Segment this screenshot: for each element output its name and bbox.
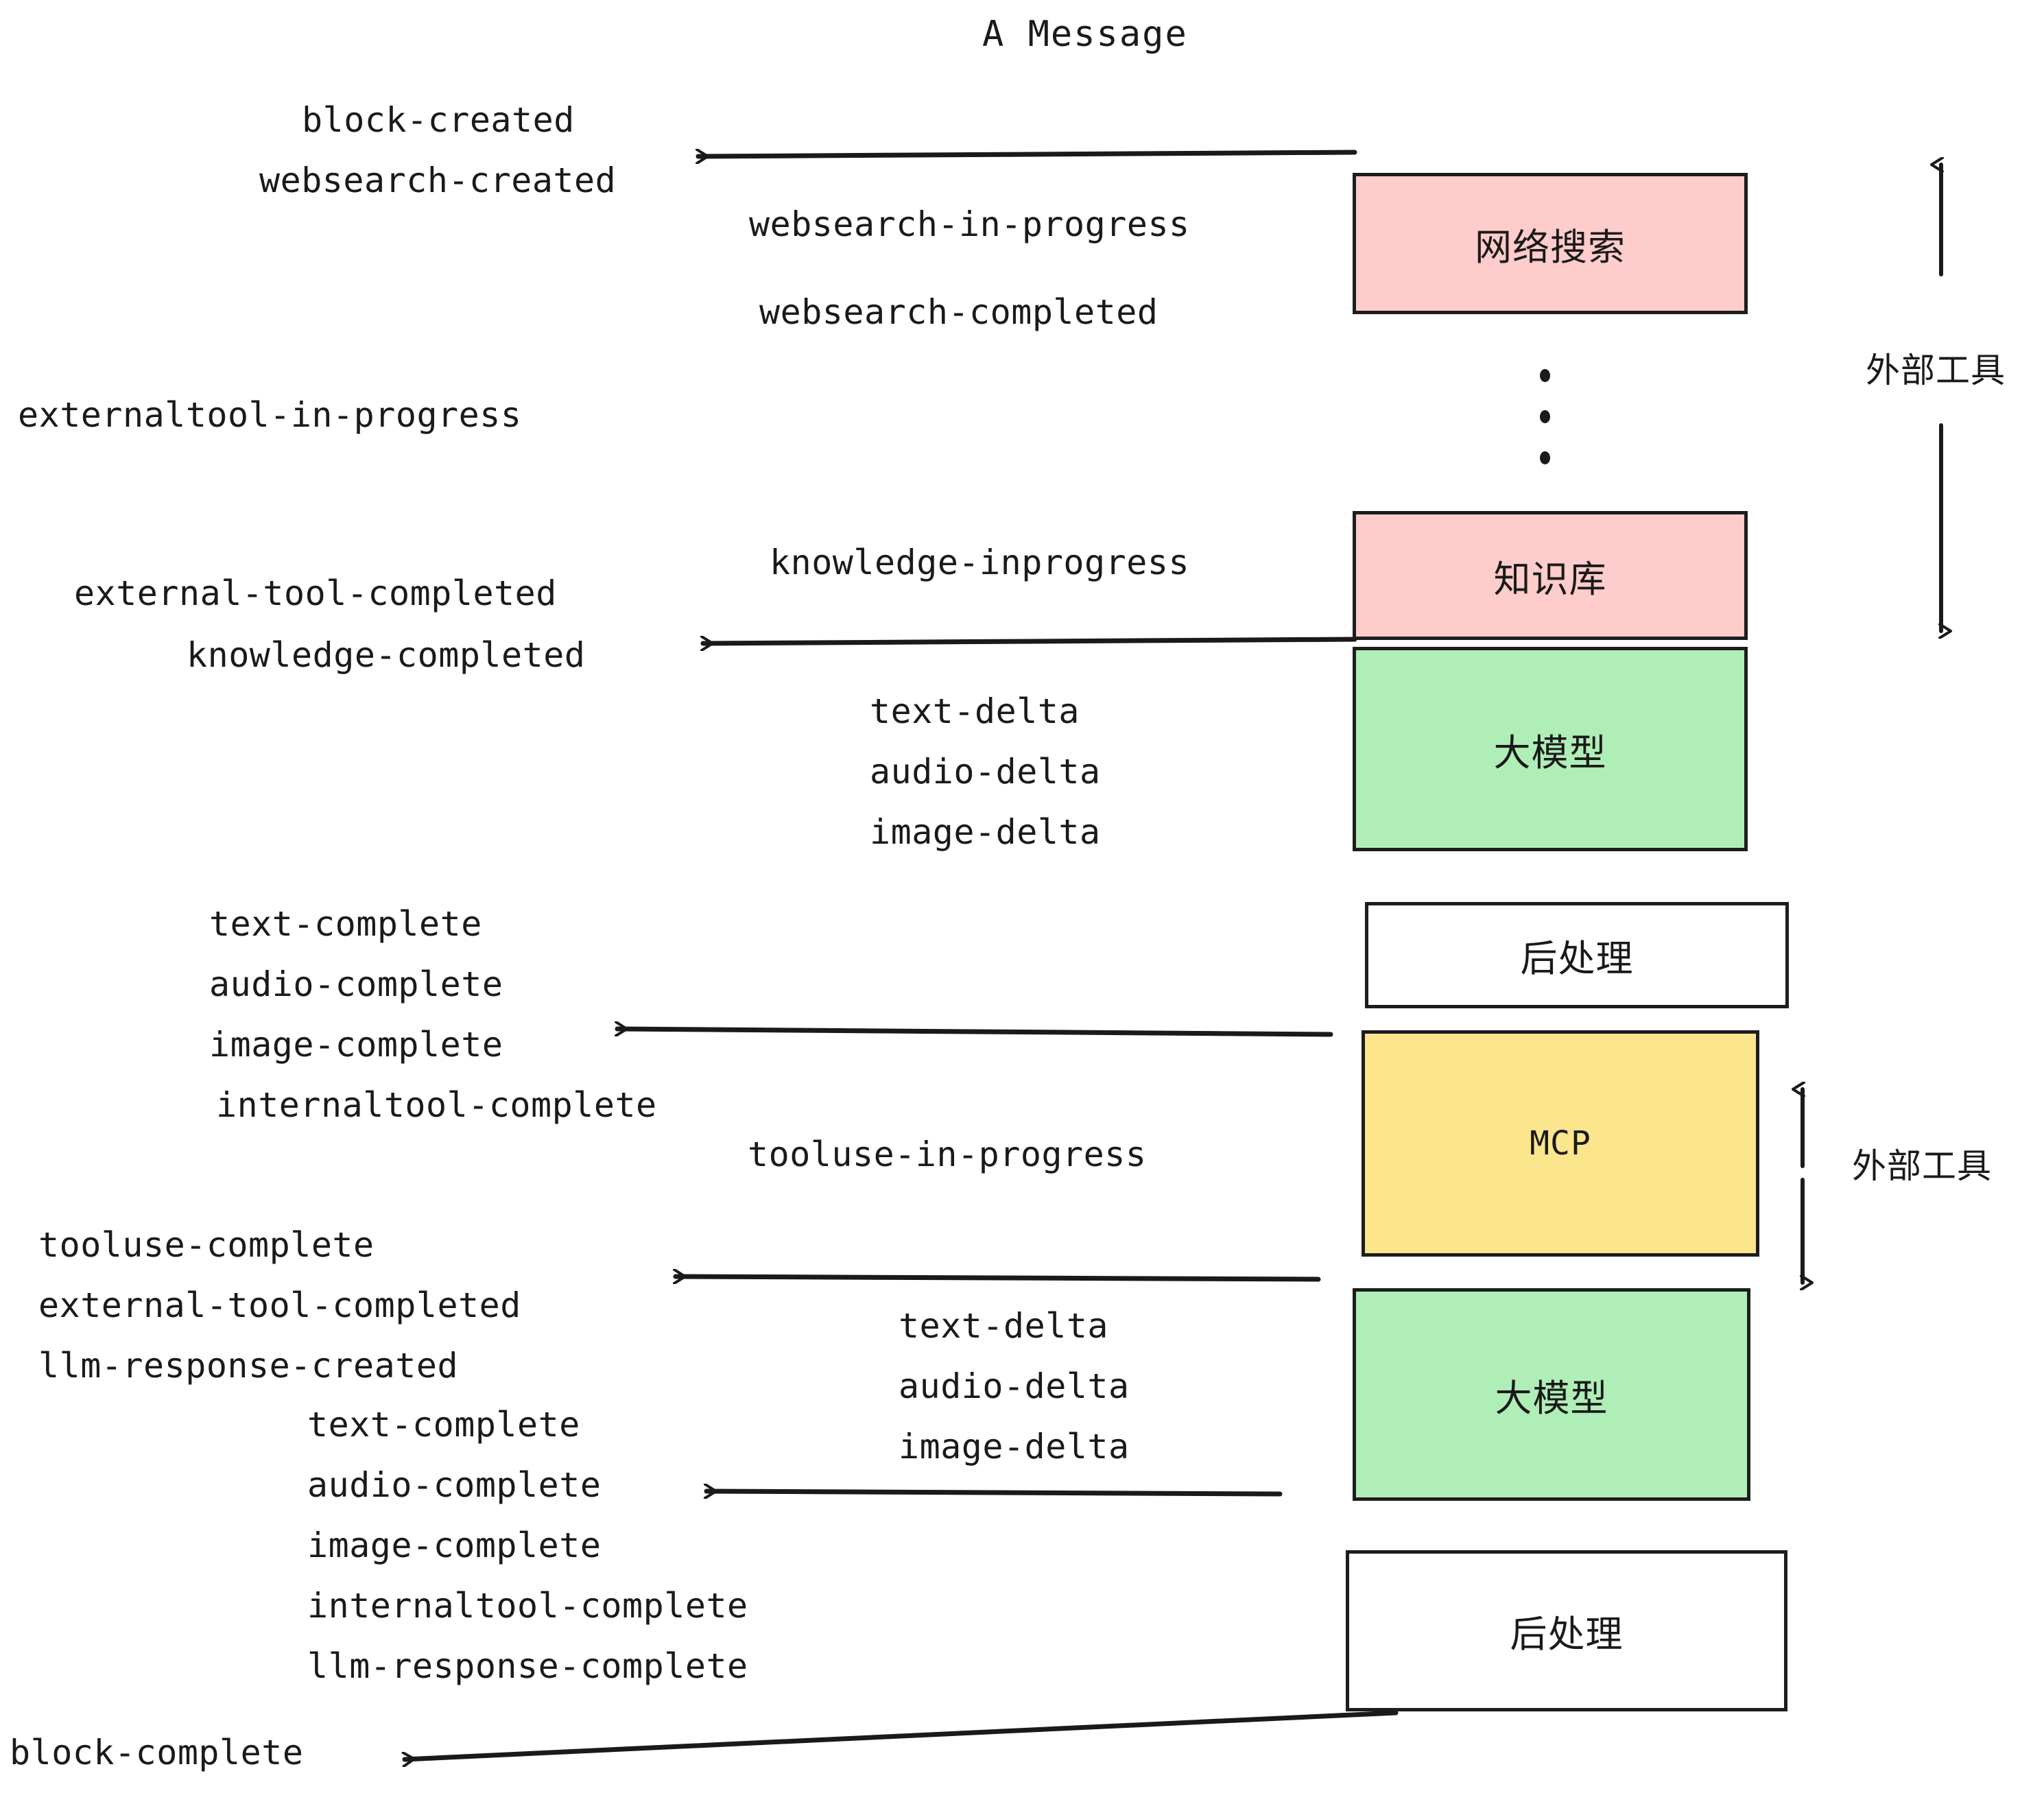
block-created-arrow [698,152,1357,156]
event-label-image-complete: image-complete [209,1025,503,1065]
side-label-external-tools-bottom: 外部工具 [1852,1146,1992,1186]
box-label-websearch: 网络搜索 [1475,225,1626,269]
event-label-image-delta: image-delta [899,1427,1130,1467]
event-label-audio-delta: audio-delta [899,1366,1130,1406]
event-label-knowledge-completed: knowledge-completed [187,635,586,675]
event-label-llm-response-created: llm-response-created [38,1346,459,1386]
side-label-external-tools-top: 外部工具 [1866,351,2006,390]
event-label-text-delta: text-delta [899,1306,1109,1346]
ellipsis-dot [1540,369,1550,382]
image-complete-arrow [617,1029,1333,1037]
event-label-text-complete: text-complete [209,904,482,944]
event-label-internaltool-complete: internaltool-complete [307,1586,748,1626]
event-label-llm-response-complete: llm-response-complete [307,1646,748,1686]
page-title: A Message [982,14,1188,55]
event-label-audio-complete: audio-complete [307,1465,602,1505]
box-label-knowledge: 知识库 [1493,557,1607,601]
event-label-websearch-in-progress: websearch-in-progress [749,204,1190,244]
event-label-block-complete: block-complete [10,1733,304,1772]
event-label-websearch-completed: websearch-completed [759,292,1158,332]
event-label-external-tool-completed: external-tool-completed [74,573,557,613]
knowledge-completed-arrow [703,639,1357,643]
event-label-image-complete: image-complete [307,1526,602,1565]
event-label-external-tool-completed: external-tool-completed [38,1285,521,1325]
event-label-image-delta: image-delta [870,812,1101,852]
event-label-externaltool-in-progress: externaltool-in-progress [18,395,522,435]
event-label-audio-complete: audio-complete [209,964,503,1004]
event-label-audio-delta: audio-delta [870,752,1101,792]
box-postprocess-2: 后处理 [1346,1550,1787,1711]
box-label-llm-2: 大模型 [1495,1376,1608,1420]
vertical-ellipsis-icon [1540,369,1550,492]
block-complete-arrow [405,1710,1399,1759]
box-knowledge: 知识库 [1353,511,1748,640]
box-postprocess-1: 后处理 [1365,902,1789,1008]
box-mcp: MCP [1362,1030,1759,1257]
box-llm-1: 大模型 [1353,647,1748,851]
event-label-text-complete: text-complete [307,1405,580,1445]
box-label-llm-1: 大模型 [1493,731,1607,774]
box-label-mcp: MCP [1530,1124,1591,1163]
event-label-tooluse-complete: tooluse-complete [38,1225,375,1265]
box-websearch: 网络搜索 [1353,173,1748,314]
event-label-internaltool-complete: internaltool-complete [216,1085,657,1125]
box-label-postprocess-1: 后处理 [1520,937,1634,980]
ellipsis-dot [1540,410,1550,423]
side-arrows [1803,165,1941,1283]
box-label-postprocess-2: 后处理 [1510,1613,1624,1656]
event-label-knowledge-inprogress: knowledge-inprogress [770,543,1190,582]
audio-complete-arrow [706,1491,1283,1494]
event-label-block-created: block-created [302,100,575,140]
event-label-websearch-created: websearch-created [259,161,617,200]
box-llm-2: 大模型 [1353,1288,1750,1501]
event-label-text-delta: text-delta [870,691,1080,731]
tooluse-complete-arrow [676,1277,1321,1279]
event-label-tooluse-in-progress: tooluse-in-progress [748,1135,1147,1174]
ellipsis-dot [1540,451,1550,464]
flow-arrows [405,152,1399,1759]
